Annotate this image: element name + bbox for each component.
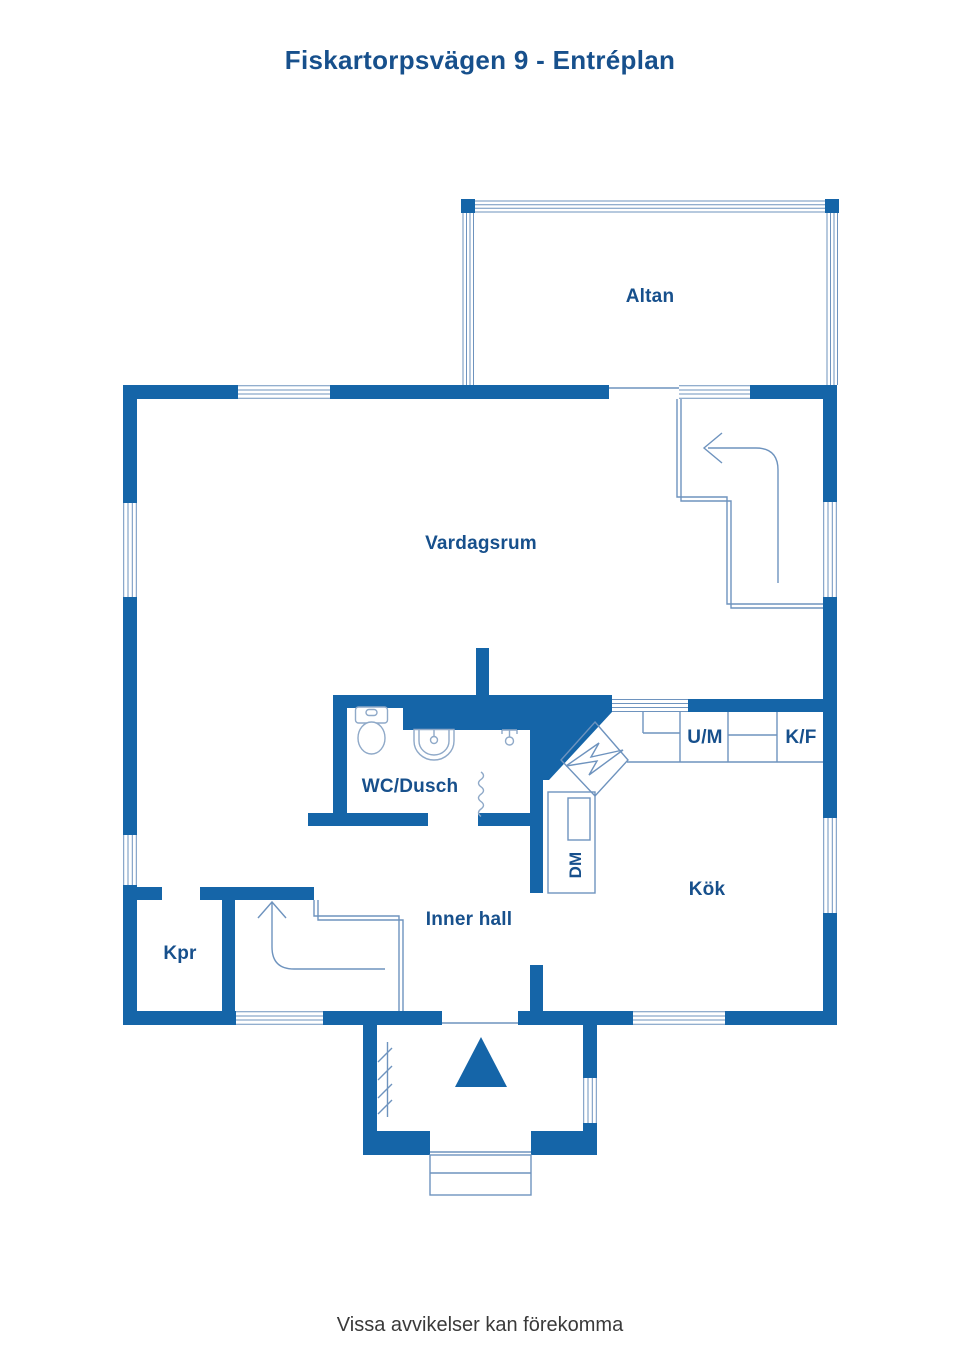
room-labels: Altan Vardagsrum WC/Dusch U/M K/F DM Kök… (163, 286, 816, 964)
disclaimer-text: Vissa avvikelser kan förekomma (336, 1314, 624, 1336)
coat-rack-icon (377, 1042, 393, 1117)
stairs-down (257, 900, 404, 1011)
altan-post-right (825, 199, 839, 213)
window (633, 1011, 725, 1025)
room-label-kpr: Kpr (163, 943, 197, 964)
room-label-vardagsrum: Vardagsrum (425, 533, 537, 554)
dishwasher-counter (547, 791, 596, 894)
shower-curtain-icon (477, 771, 485, 817)
bathroom-fixtures (354, 706, 518, 817)
altan-rail-top (463, 201, 837, 212)
room-label-inner-hall: Inner hall (426, 909, 512, 930)
windows (123, 385, 837, 1025)
exterior-walls (123, 385, 837, 1025)
bolt-icon (565, 742, 624, 776)
entrance-vestibule (363, 1011, 597, 1196)
room-label-kok: Kök (689, 879, 726, 900)
sink-icon (413, 728, 455, 761)
room-label-altan: Altan (626, 286, 675, 307)
stairs-up (676, 399, 823, 609)
window (123, 503, 137, 597)
altan-post-left (461, 199, 475, 213)
window (123, 835, 137, 885)
stairs-up-arrowhead (702, 432, 723, 464)
stairs-down-arrow (271, 903, 385, 970)
room-label-wc-dusch: WC/Dusch (362, 776, 459, 797)
kitchen-counters (547, 712, 823, 894)
window (612, 699, 688, 712)
window (823, 818, 837, 913)
stairs-down-arrowhead (257, 900, 287, 919)
window (238, 385, 330, 399)
appliance-label-dm: DM (566, 852, 585, 879)
entrance-steps (429, 1154, 532, 1196)
window (679, 385, 750, 399)
window (583, 1078, 597, 1123)
window (823, 502, 837, 597)
window (236, 1011, 323, 1025)
appliance-label-kf: K/F (785, 727, 816, 748)
page-title: Fiskartorpsvägen 9 - Entréplan (284, 45, 676, 75)
shower-icon (501, 729, 518, 746)
interior-walls (123, 648, 823, 1011)
altan-railing (461, 199, 839, 385)
toilet-icon (354, 706, 389, 755)
appliance-label-um: U/M (687, 727, 722, 748)
entrance-arrow-icon (455, 1037, 507, 1087)
stairs-up-arrow (708, 447, 779, 583)
